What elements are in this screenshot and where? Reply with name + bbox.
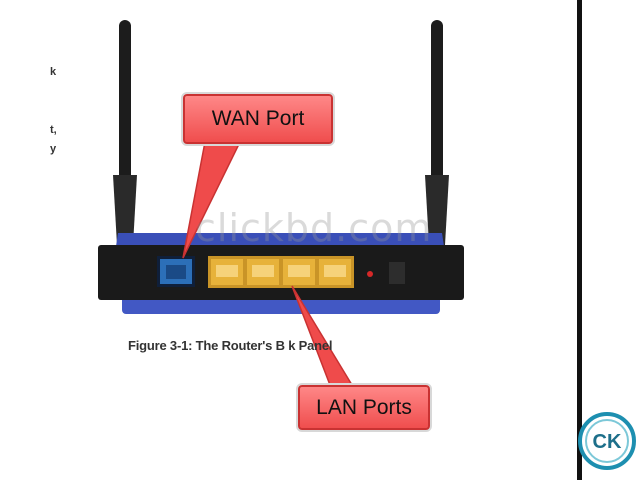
- chassis-blue-bottom: [122, 296, 440, 314]
- logo-text: CK: [593, 431, 622, 453]
- power-jack: [389, 262, 405, 284]
- lan-port-1-socket: [216, 265, 238, 277]
- page-divider: [577, 0, 582, 480]
- margin-fragment: y: [50, 143, 57, 155]
- lan-port-2-socket: [252, 265, 274, 277]
- figure-caption: Figure 3-1: The Router's B k Panel: [128, 338, 333, 353]
- reset-indicator: [367, 271, 373, 277]
- margin-fragment: k: [50, 66, 57, 78]
- right-antenna-base: [425, 175, 449, 245]
- lan-port-3-socket: [288, 265, 310, 277]
- wan-port-label: WAN Port: [211, 107, 305, 130]
- margin-fragment: t,: [50, 124, 57, 136]
- lan-ports-label: LAN Ports: [316, 395, 412, 419]
- lan-ports-callout: LAN Ports: [296, 383, 432, 432]
- wan-port-socket: [166, 265, 186, 279]
- clickbd-logo-icon: CK: [578, 412, 636, 470]
- wan-port-callout: WAN Port: [181, 92, 335, 146]
- lan-port-4-socket: [324, 265, 346, 277]
- left-antenna-base: [113, 175, 137, 245]
